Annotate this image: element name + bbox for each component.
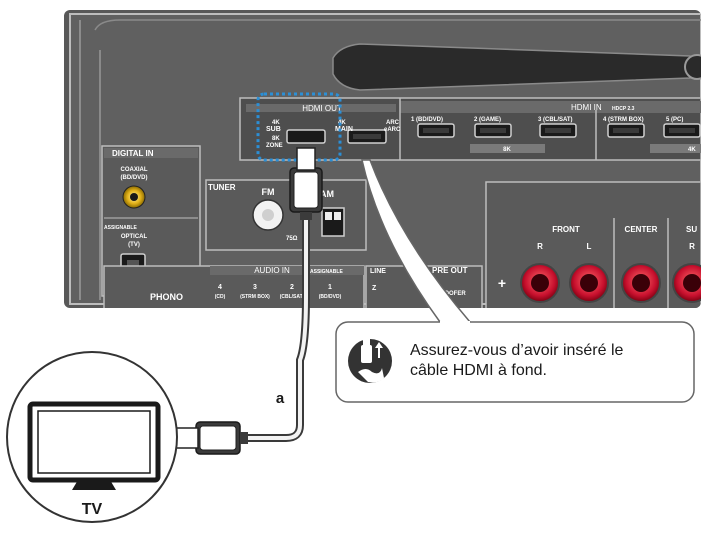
callout-message: Assurez-vous d’avoir inséré le câble HDM… <box>410 341 690 381</box>
speaker-front-l-label: L <box>587 242 592 251</box>
line-out-title: LINE <box>370 268 386 275</box>
speaker-terminal-center[interactable] <box>621 263 661 303</box>
hdmi-in-title-badge: HDCP 2.3 <box>612 106 635 112</box>
callout-line-2: câble HDMI à fond. <box>410 362 547 379</box>
hdmi-out-sub-label-3: 8K <box>272 136 280 142</box>
fm-antenna-jack[interactable] <box>252 199 284 231</box>
hdmi-in-port-label-5: 5 (PC) <box>666 117 683 123</box>
tv-illustration: TV <box>6 351 178 523</box>
callout-line-1: Assurez-vous d’avoir inséré le <box>410 342 624 359</box>
optical-label-1: OPTICAL <box>121 234 148 240</box>
am-label: AM <box>320 189 334 199</box>
am-antenna-terminal[interactable] <box>321 207 345 237</box>
receiver-rear-panel: HDMI OUT 4K SUB 8K ZONE 4K MAIN ARC eARC… <box>64 10 701 308</box>
audio-in-ch2-label: (CBL/SAT) <box>280 294 305 300</box>
cable-label: a <box>276 390 285 407</box>
hdmi-out-main-port[interactable] <box>347 129 387 144</box>
coaxial-label-2: (BD/DVD) <box>121 175 148 181</box>
optical-assignable-label: ASSIGNABLE <box>104 225 137 231</box>
hdmi-out-title: HDMI OUT <box>302 104 342 113</box>
hdmi-connector-tv <box>175 421 248 455</box>
digital-in-title: DIGITAL IN <box>112 149 154 158</box>
audio-in-assignable-label: ASSIGNABLE <box>310 269 343 275</box>
line-out-zone-label: Z <box>372 285 377 292</box>
hdmi-in-port-2[interactable] <box>474 123 512 138</box>
phono-label: PHONO <box>150 292 183 302</box>
hdmi-in-section <box>399 98 701 160</box>
insert-cable-icon <box>348 339 392 383</box>
hdmi-in-port-4[interactable] <box>607 123 645 138</box>
audio-in-ch1-label: (BD/DVD) <box>319 294 342 300</box>
tuner-title: TUNER <box>208 183 236 192</box>
audio-in-ch3-num: 3 <box>253 284 257 291</box>
hdmi-in-port-5[interactable] <box>663 123 701 138</box>
hdmi-in-title: HDMI IN <box>571 103 602 112</box>
hdmi-in-port-label-2: 2 (GAME) <box>474 117 501 123</box>
speaker-terminal-front-r[interactable] <box>520 263 560 303</box>
speaker-plus-label: + <box>498 275 506 291</box>
hdmi-connector-receiver <box>289 147 323 220</box>
audio-in-section <box>103 265 483 308</box>
speaker-terminal-front-l[interactable] <box>569 263 609 303</box>
audio-in-ch1-num: 1 <box>328 284 332 291</box>
hdmi-in-port-label-1: 1 (BD/DVD) <box>411 117 443 123</box>
fm-ohm-label: 75Ω <box>286 236 298 242</box>
hdmi-in-8k-badge: 8K <box>503 147 511 153</box>
coaxial-label-1: COAXIAL <box>121 167 148 173</box>
speaker-terminal-surround-r[interactable] <box>672 263 701 303</box>
speaker-front-label: FRONT <box>552 225 580 234</box>
callout-bubble <box>335 159 695 403</box>
hdmi-in-port-1[interactable] <box>417 123 455 138</box>
optical-label-2: (TV) <box>128 242 140 248</box>
hdmi-in-4k-badge: 4K <box>688 147 696 153</box>
hdmi-out-sub-port[interactable] <box>286 129 326 144</box>
hdmi-out-arc-label-2: eARC <box>384 127 401 133</box>
audio-in-ch4-num: 4 <box>218 284 222 291</box>
hdmi-out-main-label-2: MAIN <box>335 126 353 133</box>
hdmi-in-port-3[interactable] <box>539 123 577 138</box>
hdmi-out-highlight <box>256 92 342 162</box>
audio-in-title: AUDIO IN <box>254 266 290 275</box>
hdmi-out-main-label-1: 4K <box>338 120 346 126</box>
speaker-surround-r-label: R <box>689 242 695 251</box>
hdmi-out-sub-label-4: ZONE <box>266 143 283 149</box>
speaker-surround-label: SU <box>686 225 697 234</box>
audio-in-ch2-num: 2 <box>290 284 294 291</box>
speaker-terminal-section <box>485 181 701 308</box>
speaker-front-r-label: R <box>537 242 543 251</box>
speaker-center-label: CENTER <box>625 225 658 234</box>
wireless-antenna <box>332 43 701 91</box>
audio-in-ch4-label: (CD) <box>215 294 226 300</box>
audio-in-ch3-label: (STRM BOX) <box>240 294 270 300</box>
tuner-section <box>205 179 367 251</box>
tv-label: TV <box>82 501 103 518</box>
hdmi-out-arc-label-1: ARC <box>386 120 400 126</box>
hdmi-cable <box>175 147 323 455</box>
coaxial-jack[interactable] <box>122 185 146 209</box>
tv-icon <box>27 401 161 490</box>
hdmi-out-sub-label-1: 4K <box>272 120 280 126</box>
hdmi-in-port-label-3: 3 (CBL/SAT) <box>538 117 573 123</box>
fm-label: FM <box>262 187 275 197</box>
hdmi-in-port-label-4: 4 (STRM BOX) <box>603 117 644 123</box>
pre-out-title: PRE OUT <box>432 266 468 275</box>
hdmi-out-sub-label-2: SUB <box>266 126 281 133</box>
hdmi-out-section <box>246 104 396 144</box>
